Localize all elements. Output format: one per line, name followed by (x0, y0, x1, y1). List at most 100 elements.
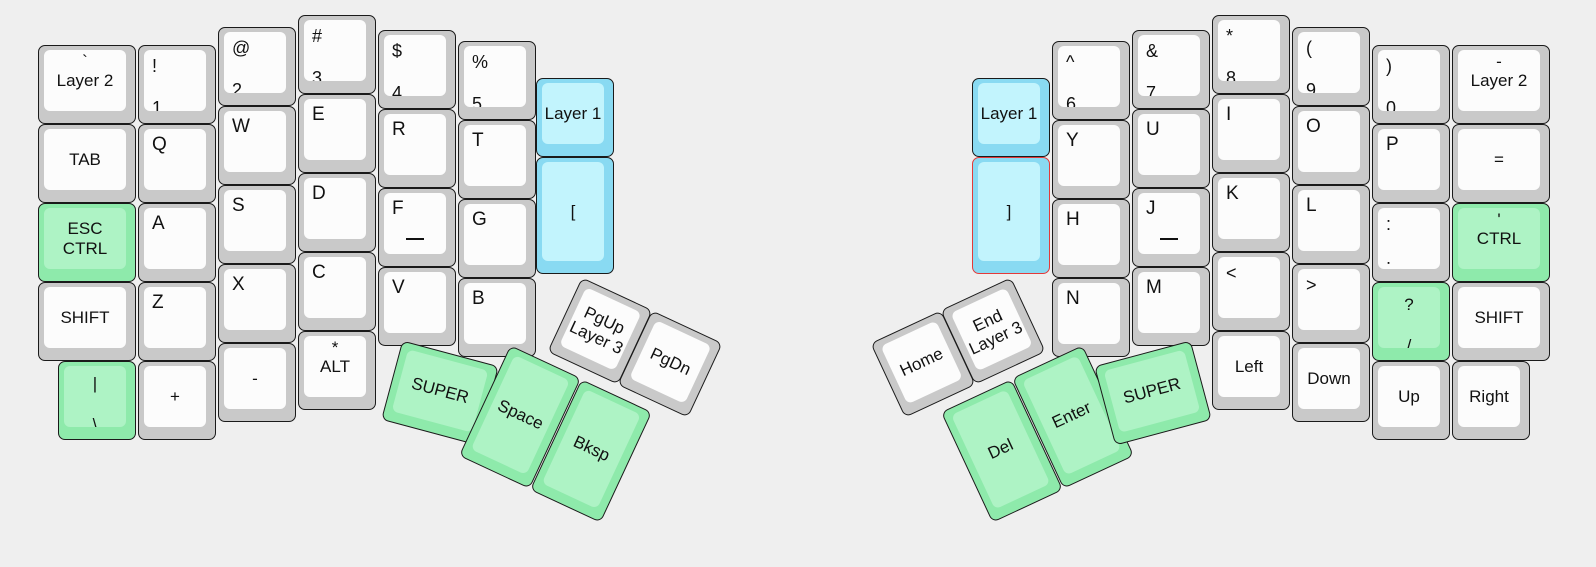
key-main-legend: Layer 1 (544, 103, 602, 123)
key-r-c5-r0[interactable]: )0 (1372, 45, 1450, 124)
keycap-l-c2-r0: @2 (224, 32, 286, 93)
key-r-c5-r1[interactable]: P (1372, 124, 1450, 203)
key-r-c0-r1[interactable]: ] (972, 157, 1050, 274)
key-l-c5-r1[interactable]: T (458, 120, 536, 199)
keycap-r-c5-r1: P (1378, 129, 1440, 190)
key-l-c0-r4[interactable]: |\ (58, 361, 136, 440)
keycap-l-c1-r2: A (144, 208, 206, 269)
key-l-c2-r4[interactable]: - (218, 343, 296, 422)
key-r-c1-r0[interactable]: ^6 (1052, 41, 1130, 120)
key-r-c3-r2[interactable]: K (1212, 173, 1290, 252)
key-main-legend: Y (1066, 130, 1079, 151)
key-sub-legend: | (92, 374, 98, 393)
key-r-c2-r3[interactable]: M (1132, 267, 1210, 346)
key-r-c4-r2[interactable]: L (1292, 185, 1370, 264)
key-r-c6-r0[interactable]: -Layer 2 (1452, 45, 1550, 124)
key-l-c5-r2[interactable]: G (458, 199, 536, 278)
key-r-c5-r4[interactable]: Up (1372, 361, 1450, 440)
key-l-c2-r2[interactable]: S (218, 185, 296, 264)
keycap-r-c1-r1: Y (1058, 125, 1120, 186)
key-l-c4-r2[interactable]: F (378, 188, 456, 267)
key-l-c3-r0[interactable]: #3 (298, 15, 376, 94)
keycap-r-c6-r3: SHIFT (1458, 287, 1540, 348)
key-main-legend: 0 (1386, 98, 1397, 111)
key-r-c5-r3[interactable]: ?/ (1372, 282, 1450, 361)
key-r-c3-r1[interactable]: I (1212, 94, 1290, 173)
keycap-r-c0-r1: ] (978, 162, 1040, 261)
key-main-legend: Q (152, 134, 167, 155)
key-main-legend: ALT (320, 356, 350, 376)
key-l-c3-r4[interactable]: *ALT (298, 331, 376, 410)
key-r-c2-r2[interactable]: J (1132, 188, 1210, 267)
key-r-c3-r4[interactable]: Left (1212, 331, 1290, 410)
key-r-c6-r3[interactable]: SHIFT (1452, 282, 1550, 361)
key-l-c6-r0[interactable]: Layer 1 (536, 78, 614, 157)
key-l-c2-r0[interactable]: @2 (218, 27, 296, 106)
key-l-c4-r1[interactable]: R (378, 109, 456, 188)
key-r-c6-r2[interactable]: 'CTRL (1452, 203, 1550, 282)
key-l-c1-r0[interactable]: !1 (138, 45, 216, 124)
key-r-c4-r3[interactable]: >. (1292, 264, 1370, 343)
key-r-c3-r0[interactable]: *8 (1212, 15, 1290, 94)
key-l-c5-r3[interactable]: B (458, 278, 536, 357)
keycap-l-c2-r4: - (224, 348, 286, 409)
key-r-c4-r1[interactable]: O (1292, 106, 1370, 185)
key-l-c0-r0[interactable]: `Layer 2 (38, 45, 136, 124)
key-main-legend: X (232, 274, 245, 295)
key-main-legend: + (170, 386, 180, 406)
key-main-legend: = (1494, 149, 1504, 169)
key-r-c0-r0[interactable]: Layer 1 (972, 78, 1050, 157)
key-l-c1-r4[interactable]: + (138, 361, 216, 440)
key-l-c3-r3[interactable]: C (298, 252, 376, 331)
key-l-c2-r3[interactable]: X (218, 264, 296, 343)
key-sub-legend: % (472, 52, 489, 72)
key-main-legend: , (1226, 305, 1232, 318)
key-l-c3-r1[interactable]: E (298, 94, 376, 173)
key-l-c3-r2[interactable]: D (298, 173, 376, 252)
key-r-c6-r4[interactable]: Right (1452, 361, 1530, 440)
key-l-c0-r3[interactable]: SHIFT (38, 282, 136, 361)
keycap-r-c1-r0: ^6 (1058, 46, 1120, 107)
keycap-r-c4-r0: (9 (1298, 32, 1360, 93)
key-l-c1-r3[interactable]: Z (138, 282, 216, 361)
keycap-r-c3-r4: Left (1218, 336, 1280, 397)
key-l-c4-r3[interactable]: V (378, 267, 456, 346)
key-sub-legend: ) (1386, 56, 1392, 76)
key-l-c6-r1[interactable]: [ (536, 157, 614, 274)
key-main-legend: / (1406, 336, 1412, 348)
key-main-legend: Layer 3 (566, 316, 627, 359)
key-sub-legend: PgUp (581, 302, 628, 338)
key-main-legend: R (392, 119, 406, 140)
keycap-r-c5-r4: Up (1378, 366, 1440, 427)
key-l-c1-r1[interactable]: Q (138, 124, 216, 203)
key-r-c1-r2[interactable]: H (1052, 199, 1130, 278)
keycap-r-c4-r3: >. (1298, 269, 1360, 330)
keycap-l-t-pgdn: PgDn (629, 320, 712, 404)
key-l-c2-r1[interactable]: W (218, 106, 296, 185)
key-r-c2-r0[interactable]: &7 (1132, 30, 1210, 109)
key-r-c4-r0[interactable]: (9 (1292, 27, 1370, 106)
key-r-c6-r1[interactable]: = (1452, 124, 1550, 203)
key-sub-legend: @ (232, 38, 251, 58)
key-r-c2-r1[interactable]: U (1132, 109, 1210, 188)
key-r-c4-r4[interactable]: Down (1292, 343, 1370, 422)
key-main-legend: SHIFT (1474, 307, 1524, 327)
key-l-c1-r2[interactable]: A (138, 203, 216, 282)
key-r-c1-r1[interactable]: Y (1052, 120, 1130, 199)
key-sub-legend: < (1226, 263, 1237, 283)
key-main-legend: I (1226, 104, 1232, 125)
key-r-c1-r3[interactable]: N (1052, 278, 1130, 357)
key-main-legend: U (1146, 119, 1160, 140)
keycap-r-c1-r2: H (1058, 204, 1120, 265)
key-l-c0-r1[interactable]: TAB (38, 124, 136, 203)
key-sub-legend: $ (392, 41, 403, 61)
key-main-legend: 6 (1066, 94, 1077, 107)
key-main-legend: V (392, 277, 405, 298)
key-r-c5-r2[interactable]: :; (1372, 203, 1450, 282)
key-l-c5-r0[interactable]: %5 (458, 41, 536, 120)
key-l-c4-r0[interactable]: $4 (378, 30, 456, 109)
keycap-r-c6-r4: Right (1458, 366, 1520, 427)
key-r-c3-r3[interactable]: <, (1212, 252, 1290, 331)
